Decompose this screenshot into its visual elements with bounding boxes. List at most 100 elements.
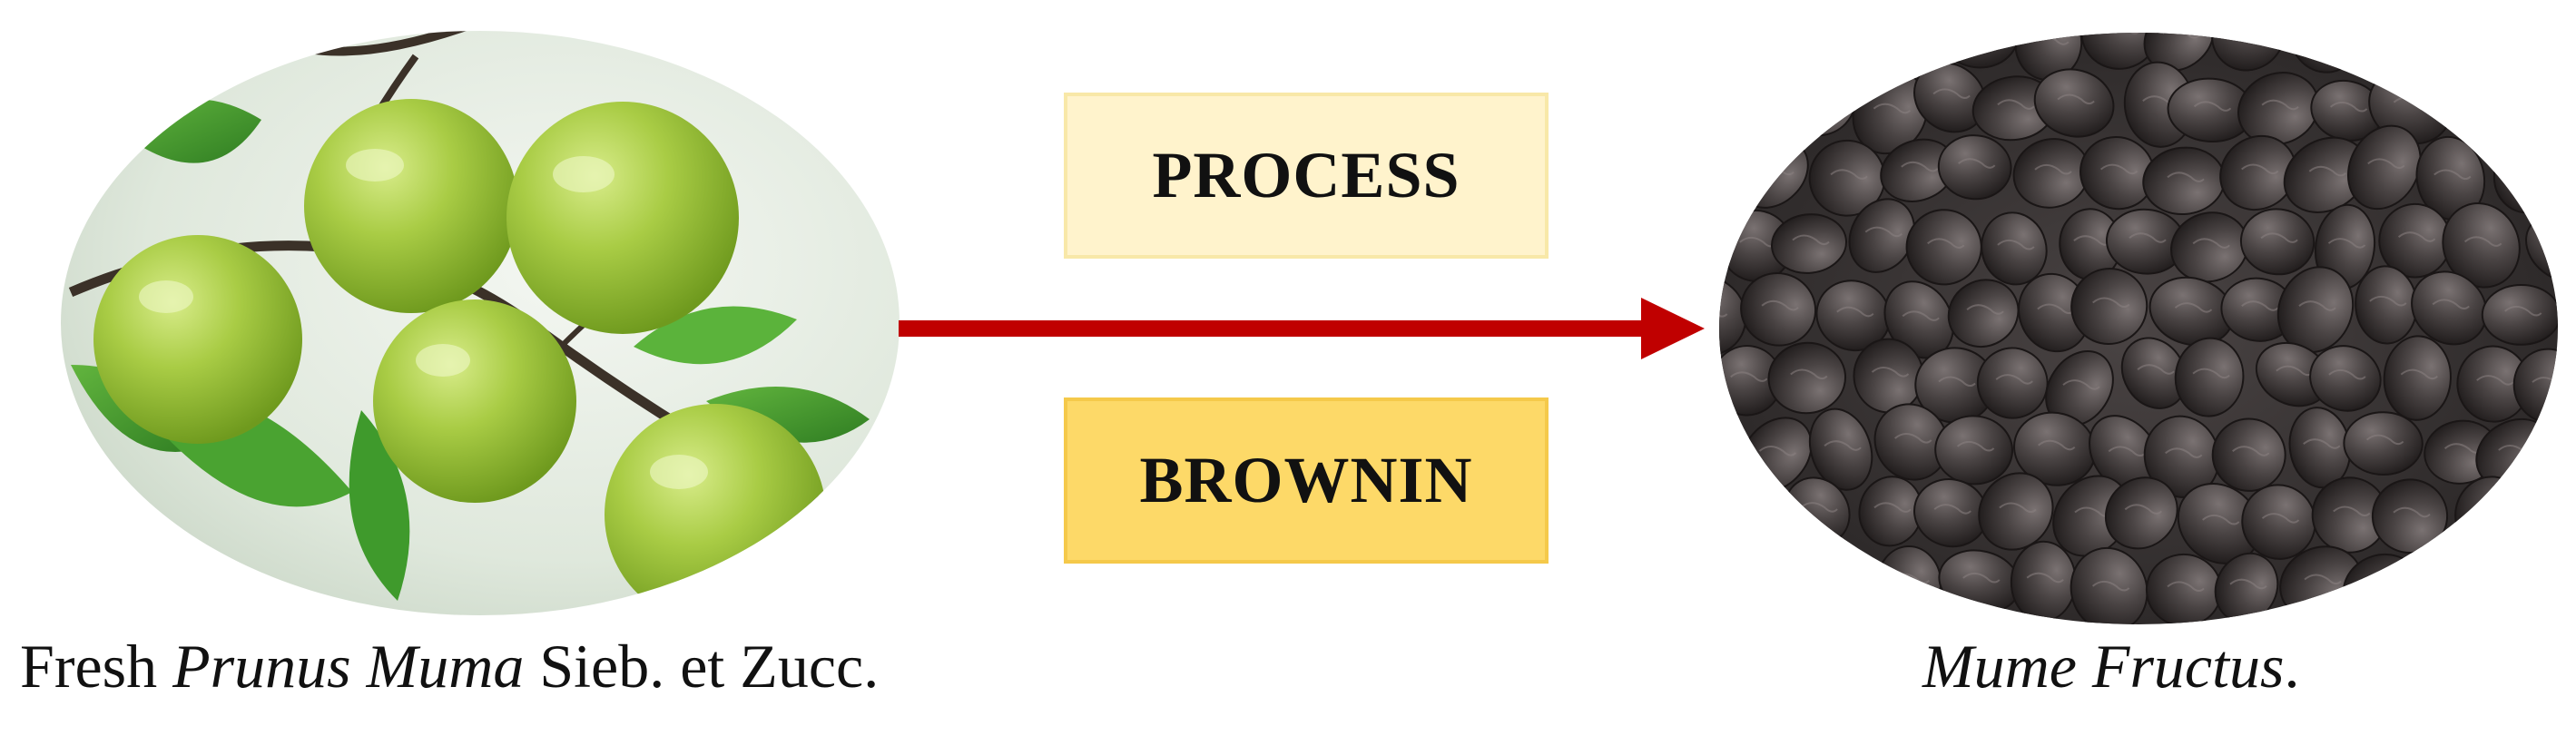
dried-fruit-piece <box>1740 271 1817 347</box>
dried-plums-photo <box>1719 27 2558 624</box>
dried-fruit-wrinkle <box>1761 299 1799 311</box>
dried-fruit-wrinkle <box>2397 231 2436 242</box>
dried-fruit-piece <box>2309 345 2382 412</box>
dried-fruit-wrinkle <box>2137 364 2175 375</box>
dried-fruit-piece <box>1978 472 2054 551</box>
dried-fruit-wrinkle <box>2544 239 2558 250</box>
dried-fruit-wrinkle <box>2231 33 2269 35</box>
dried-fruit-piece <box>2211 417 2286 492</box>
dried-fruit-wrinkle <box>2092 297 2130 309</box>
dried-fruit-piece <box>1719 276 1747 356</box>
dried-fruit-piece <box>2408 33 2483 68</box>
dried-fruit-wrinkle <box>2327 238 2366 249</box>
dried-fruit-piece <box>1905 209 1982 286</box>
dried-fruit-wrinkle <box>1927 238 1965 249</box>
dried-fruit-wrinkle <box>1997 99 2035 110</box>
dried-fruit-wrinkle <box>1893 33 1932 41</box>
dried-fruit-wrinkle <box>2365 581 2404 593</box>
dried-fruit-piece <box>1815 280 1892 352</box>
dried-fruit-wrinkle <box>2167 581 2205 592</box>
dried-fruit-piece <box>1719 33 1746 74</box>
dried-fruit-wrinkle <box>2091 580 2130 592</box>
dried-fruit-piece <box>2241 484 2316 560</box>
dried-fruit-wrinkle <box>1902 310 1940 321</box>
dried-fruit-wrinkle <box>2367 158 2405 169</box>
dried-fruit-piece <box>2383 335 2452 421</box>
dried-fruit-wrinkle <box>2432 299 2470 309</box>
dried-caption-name: Mume Fructus <box>1922 632 2285 701</box>
dried-fruit-wrinkle <box>2192 238 2230 249</box>
dried-fruit-wrinkle <box>1758 446 1797 456</box>
dried-fruit-wrinkle <box>2034 163 2072 175</box>
dried-fruit-wrinkle <box>2102 33 2141 34</box>
dried-fruit-wrinkle <box>1769 586 1807 598</box>
dried-fruit-wrinkle <box>2429 27 2465 29</box>
dried-fruit-piece <box>1719 556 1762 624</box>
dried-fruit-wrinkle <box>2509 169 2548 180</box>
dried-fruit-piece <box>1976 347 2049 419</box>
dried-fruit-piece <box>1853 338 1924 414</box>
dried-fruit-wrinkle <box>2193 101 2232 112</box>
dried-fruit-piece <box>2033 68 2115 138</box>
dried-fruit-wrinkle <box>1765 27 1801 30</box>
dried-fruit-wrinkle <box>1723 504 1761 515</box>
dried-fruit-wrinkle <box>1736 95 1775 106</box>
dried-fruit-piece <box>2512 64 2558 139</box>
dried-fruit-wrinkle <box>2108 446 2147 456</box>
dried-fruit-piece <box>1745 33 1817 73</box>
dried-fruit-wrinkle <box>1827 33 1865 43</box>
dried-fruit-wrinkle <box>2304 574 2342 585</box>
dried-fruit-piece <box>1719 68 1790 141</box>
dried-fruit-wrinkle <box>2400 368 2439 380</box>
dried-fruit-wrinkle <box>2260 232 2298 243</box>
dried-fruit-wrinkle <box>2192 368 2230 379</box>
dried-fruit-piece <box>2070 546 2148 624</box>
fresh-caption-prefix: Fresh <box>20 632 173 701</box>
dried-fruit-piece <box>1771 213 1847 274</box>
dried-fruit-wrinkle <box>2241 300 2279 311</box>
fresh-caption-suffix: Sieb. et Zucc. <box>524 632 880 701</box>
dried-fruit-piece <box>1947 279 2020 348</box>
dried-fruit-wrinkle <box>2369 295 2407 307</box>
dried-fruit-piece <box>1767 341 1847 415</box>
dried-fruit-piece <box>2104 476 2178 550</box>
dried-fruit-piece <box>2521 482 2558 558</box>
dried-fruit-wrinkle <box>1800 502 1838 513</box>
dried-fruit-piece <box>2343 411 2424 476</box>
dried-fruit-wrinkle <box>1802 90 1840 101</box>
dried-fruit-piece <box>2448 63 2524 132</box>
dried-fruit-piece <box>2174 337 2245 417</box>
dried-fruit-wrinkle <box>2037 303 2075 315</box>
dried-fruit-piece <box>2070 268 2148 345</box>
dried-fruit-wrinkle <box>1830 169 1868 180</box>
dried-fruit-wrinkle <box>1792 234 1830 246</box>
dried-fruit-wrinkle <box>2261 99 2299 111</box>
dried-fruit-piece <box>1719 125 1740 207</box>
dried-fruit-wrinkle <box>1836 306 1874 318</box>
dried-fruit-wrinkle <box>1864 226 1903 238</box>
dried-fruit-wrinkle <box>1719 583 1741 594</box>
dried-caption: Mume Fructus. <box>1922 635 2299 697</box>
dried-fruit-wrinkle <box>1719 33 1735 39</box>
dried-fruit-wrinkle <box>1933 504 1971 515</box>
dried-fruit-wrinkle <box>1995 374 2033 385</box>
dried-fruit-piece <box>1813 33 1875 83</box>
dried-fruit-wrinkle <box>1894 433 1932 444</box>
dried-fruit-wrinkle <box>1790 368 1828 380</box>
dried-fruit-wrinkle <box>2439 577 2478 588</box>
dried-fruit-wrinkle <box>1719 307 1728 318</box>
dried-fruit-piece <box>2371 478 2449 554</box>
dried-fruit-piece <box>2481 284 2558 346</box>
dried-fruit-piece <box>2143 33 2215 72</box>
dried-fruit-wrinkle <box>1901 161 1939 172</box>
dried-fruit-wrinkle <box>2542 511 2558 522</box>
dried-fruit-wrinkle <box>2261 513 2300 524</box>
dried-fruit-wrinkle <box>1824 440 1862 451</box>
dried-fruit-piece <box>2346 124 2422 211</box>
dried-fruit-piece <box>2177 482 2261 564</box>
dried-fruit-wrinkle <box>1719 447 1734 458</box>
fresh-caption: Fresh Prunus Muma Sieb. et Zucc. <box>20 635 879 697</box>
dried-fruit-piece <box>1873 403 1949 481</box>
dried-fruit-wrinkle <box>2393 506 2431 518</box>
fresh-plums-photo <box>61 31 900 615</box>
